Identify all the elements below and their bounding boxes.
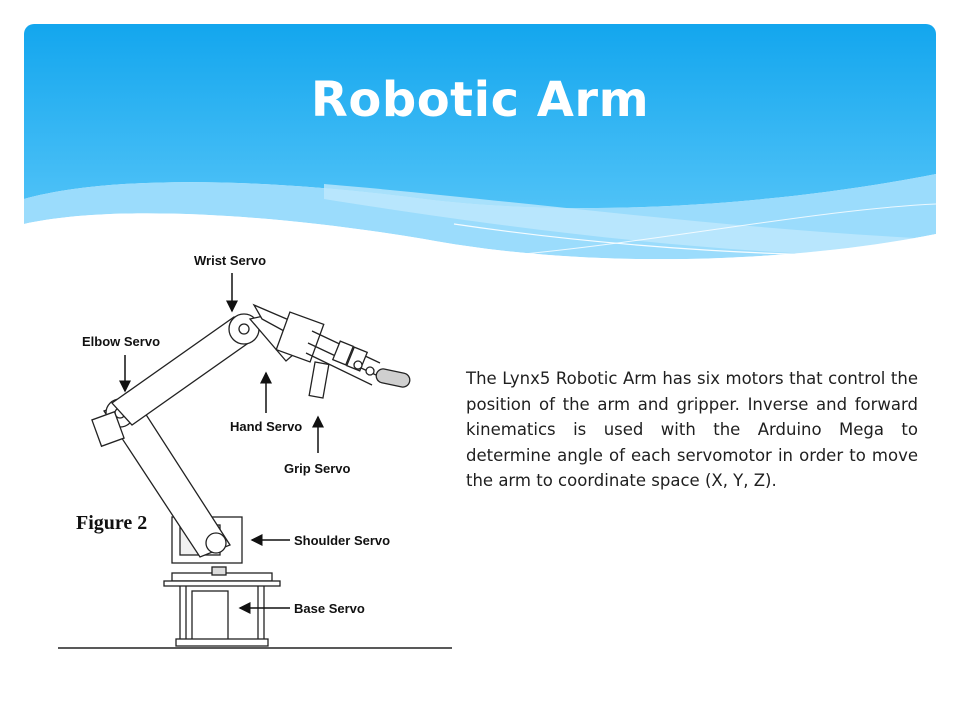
- label-hand-servo: Hand Servo: [230, 419, 302, 434]
- slide-title: Robotic Arm: [310, 72, 650, 128]
- header-wave-graphic: [24, 24, 936, 284]
- robotic-arm-diagram: Wrist Servo Elbow Servo Hand Servo Grip …: [58, 253, 452, 649]
- slide-header: [24, 24, 936, 284]
- hand-servo-body: [275, 311, 325, 363]
- label-wrist-servo: Wrist Servo: [194, 253, 266, 268]
- base-plate: [163, 580, 281, 587]
- gripper-finger: [375, 368, 411, 388]
- label-elbow-servo: Elbow Servo: [82, 334, 160, 349]
- label-grip-servo: Grip Servo: [284, 461, 351, 476]
- robotic-arm-figure: Wrist Servo Elbow Servo Hand Servo Grip …: [40, 235, 470, 665]
- label-base-servo: Base Servo: [294, 601, 365, 616]
- slide-body-text: The Lynx5 Robotic Arm has six motors tha…: [466, 369, 918, 490]
- grip-servo-body: [308, 361, 330, 399]
- label-shoulder-servo: Shoulder Servo: [294, 533, 390, 548]
- figure-caption: Figure 2: [76, 512, 147, 534]
- base-servo-body: [191, 590, 229, 644]
